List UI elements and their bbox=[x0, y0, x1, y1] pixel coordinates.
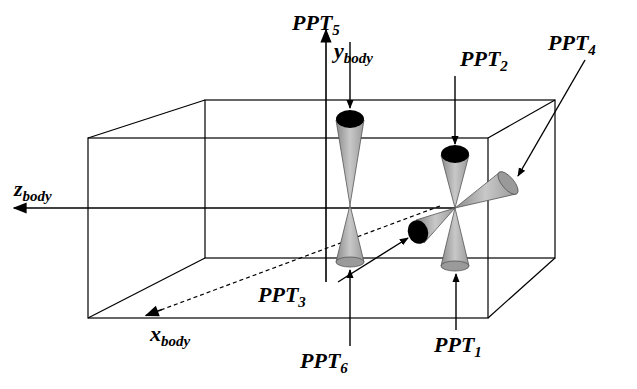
z-axis bbox=[14, 207, 455, 209]
thruster-label: PPT2 bbox=[460, 48, 508, 70]
thruster-label: PPT5 bbox=[292, 12, 340, 34]
thruster-label: PPT1 bbox=[434, 334, 482, 356]
thruster-label: PPT3 bbox=[258, 284, 306, 306]
leader-arrows bbox=[338, 42, 585, 346]
thruster-cones-centre bbox=[336, 110, 364, 267]
axis-label: xbody bbox=[150, 323, 190, 345]
thruster-label: PPT4 bbox=[548, 32, 596, 54]
x-axis bbox=[150, 206, 440, 314]
thruster-label: PPT6 bbox=[300, 350, 348, 372]
thruster-cones-right bbox=[404, 145, 521, 271]
x-axis-head bbox=[146, 310, 162, 316]
spacecraft-box bbox=[88, 100, 555, 318]
y-axis bbox=[325, 30, 327, 282]
axis-label: ybody bbox=[334, 40, 373, 62]
axis-label: zbody bbox=[14, 178, 52, 200]
